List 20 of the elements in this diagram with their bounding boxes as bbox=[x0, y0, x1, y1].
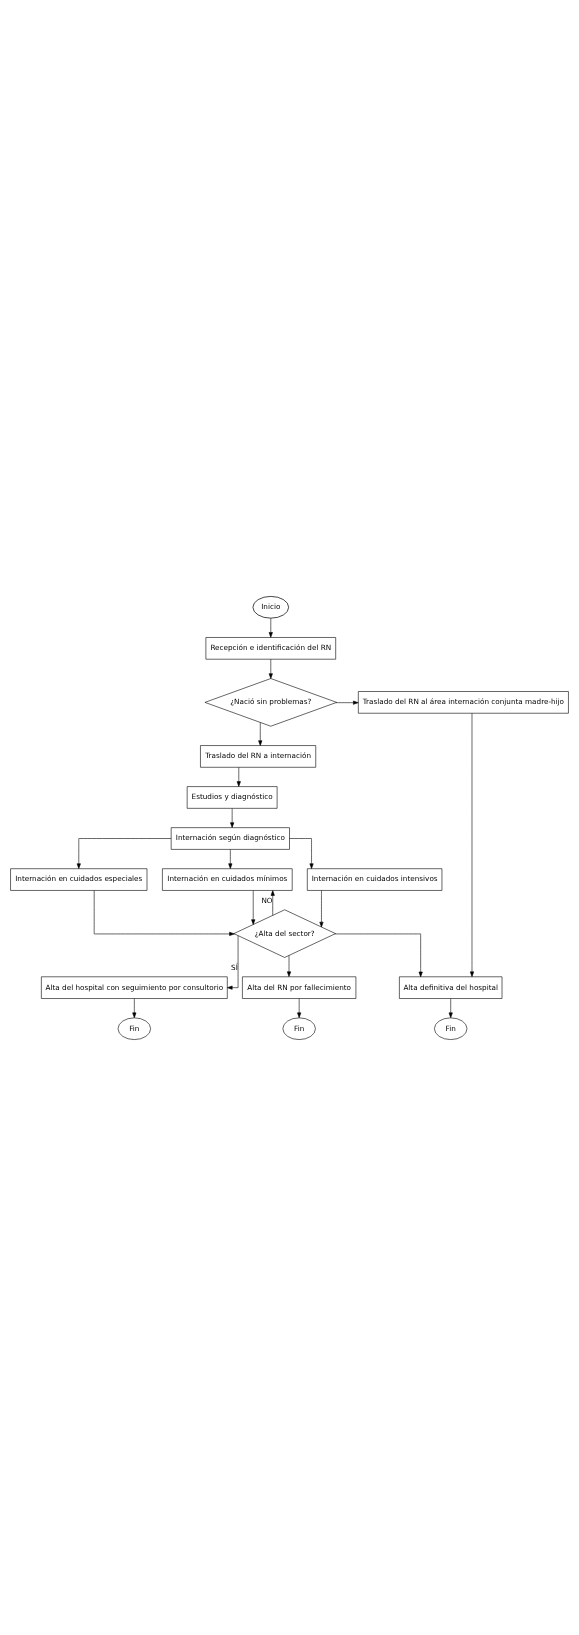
arrow bbox=[289, 837, 314, 869]
arrow bbox=[227, 934, 239, 990]
arrow bbox=[236, 766, 241, 787]
arrow bbox=[270, 889, 275, 916]
arrow bbox=[268, 658, 273, 679]
arrow bbox=[251, 889, 256, 925]
arrow bbox=[297, 997, 302, 1018]
arrow bbox=[258, 721, 263, 746]
arrow bbox=[287, 954, 291, 977]
arrow bbox=[470, 712, 474, 977]
arrow bbox=[230, 807, 235, 828]
arrow bbox=[76, 837, 172, 869]
arrow bbox=[335, 700, 359, 705]
arrow bbox=[448, 997, 453, 1018]
arrow bbox=[93, 889, 235, 936]
arrow bbox=[228, 848, 233, 869]
arrow bbox=[268, 617, 273, 638]
arrow bbox=[334, 933, 423, 977]
arrow bbox=[132, 997, 137, 1018]
arrow bbox=[319, 889, 324, 927]
